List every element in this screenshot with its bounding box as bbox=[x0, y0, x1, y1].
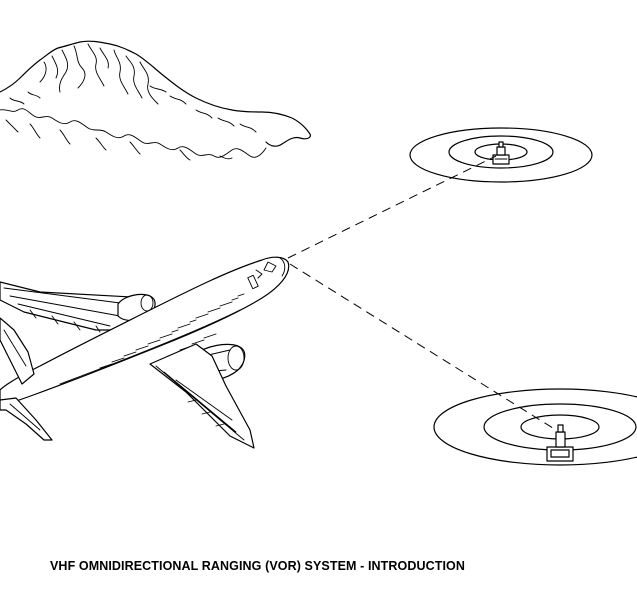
mountain-icon bbox=[0, 40, 311, 161]
figure-caption: VHF OMNIDIRECTIONAL RANGING (VOR) SYSTEM… bbox=[50, 559, 465, 573]
vor-station-upper bbox=[409, 127, 593, 183]
signal-lines bbox=[287, 155, 557, 431]
range-rings-icon bbox=[433, 388, 637, 466]
vor-station-lower bbox=[433, 388, 637, 466]
vor-station-icon bbox=[546, 424, 574, 462]
airplane-icon bbox=[0, 256, 290, 449]
vor-station-icon bbox=[492, 141, 510, 165]
